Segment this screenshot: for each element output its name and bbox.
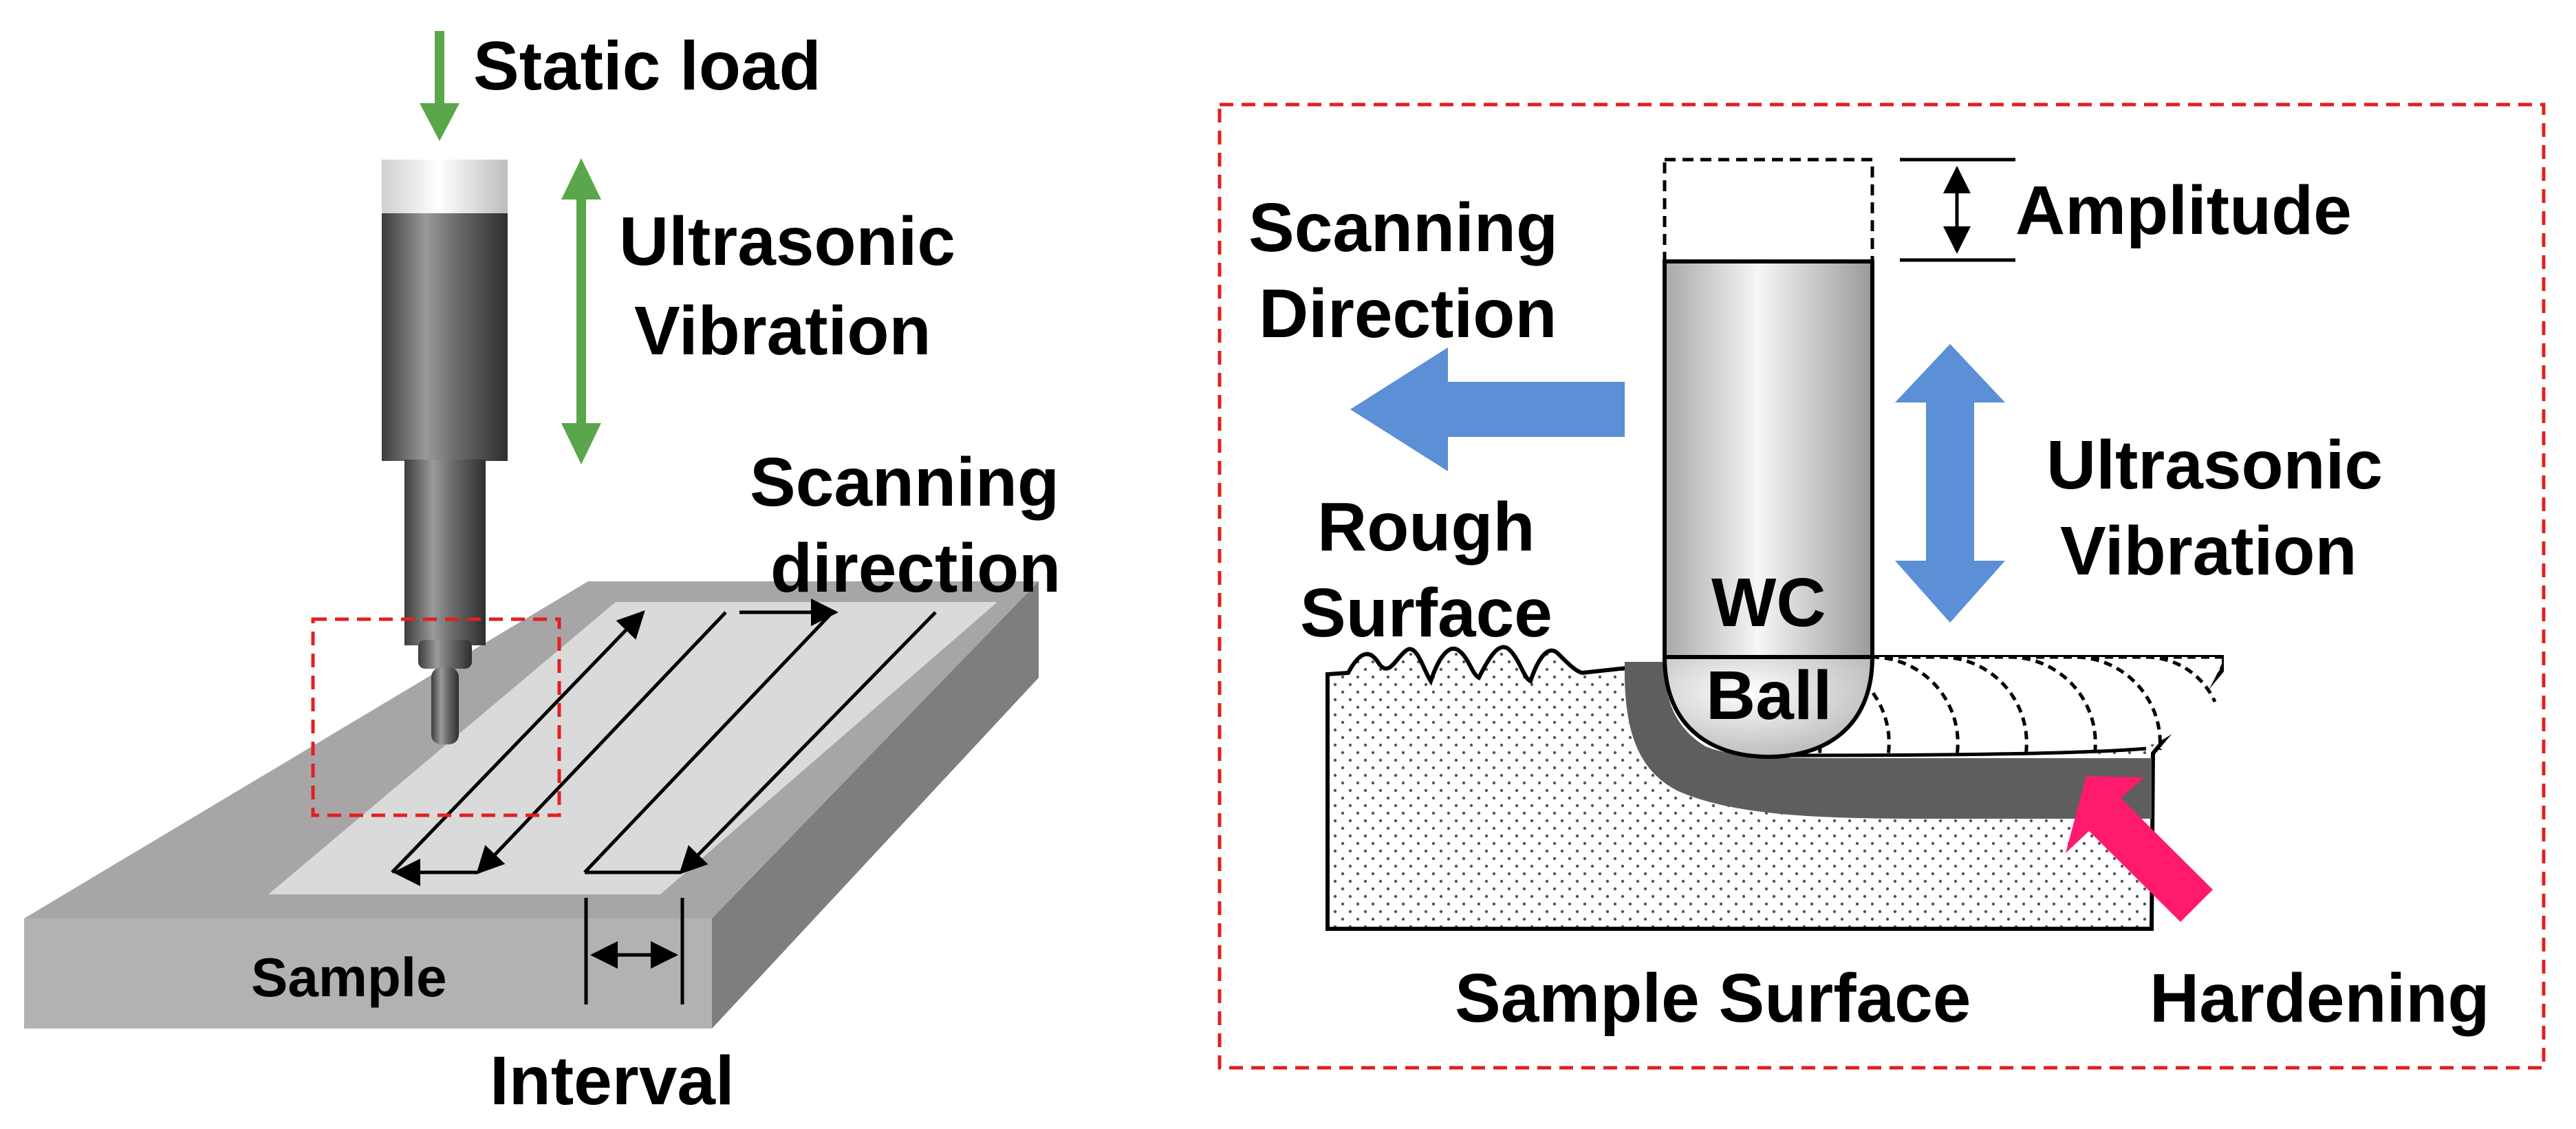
zoomed-view-frame [1217,103,2546,1070]
hardening-arrow [2066,776,2213,922]
ball-label: Ball [1706,657,1832,734]
scan-line-4 [679,611,937,874]
right-ultrasonic-label: Ultrasonic [2046,427,2383,504]
tool-body [382,213,508,461]
wc-tool-original-position [1663,158,1874,265]
ultrasonic-vibration-arrow-left [561,158,601,464]
ultrasonic-tool [382,160,508,744]
right-direction-label: Direction [1259,275,1557,352]
scanning-path [391,599,937,886]
left-scanning-label: Scanning [750,444,1059,521]
left-direction-label: direction [770,530,1061,607]
tool-neck [404,460,486,645]
sample-front-face [24,918,712,1029]
wc-tool-body [1663,259,1874,659]
static-load-label: Static load [473,28,821,105]
interval-marker [584,898,684,1004]
wc-tool [1662,158,1875,760]
tool-cap [382,160,508,215]
sample-block [24,581,1039,1029]
left-vibration-label: Vibration [634,292,931,369]
left-ultrasonic-label: Ultrasonic [619,203,955,280]
wc-label: WC [1711,564,1826,641]
sample-surface-label: Sample Surface [1455,960,1971,1037]
interval-label: Interval [490,1042,735,1119]
scan-line-2 [476,611,727,874]
amplitude-marker [1900,158,2015,262]
right-vibration-label: Vibration [2060,513,2357,590]
hardening-label: Hardening [2150,960,2489,1037]
amplitude-label: Amplitude [2015,172,2352,249]
scanned-region [268,602,997,894]
static-load-arrow [420,31,459,141]
zoom-focus-box [311,617,561,817]
scan-line-1 [391,610,645,874]
tool-tip [431,667,459,744]
surface-label: Surface [1300,574,1552,652]
right-scanning-label: Scanning [1248,189,1558,266]
right-scanning-direction-arrow [1350,347,1625,471]
sample-side-face [712,581,1039,1029]
rough-label: Rough [1317,488,1535,566]
hardened-layer [1624,662,2152,819]
sample-label: Sample [251,947,447,1008]
wc-ball [1662,655,1875,760]
scan-line-3 [583,611,834,874]
right-ultrasonic-vibration-arrow [1895,344,2005,623]
tool-collar [418,640,472,669]
